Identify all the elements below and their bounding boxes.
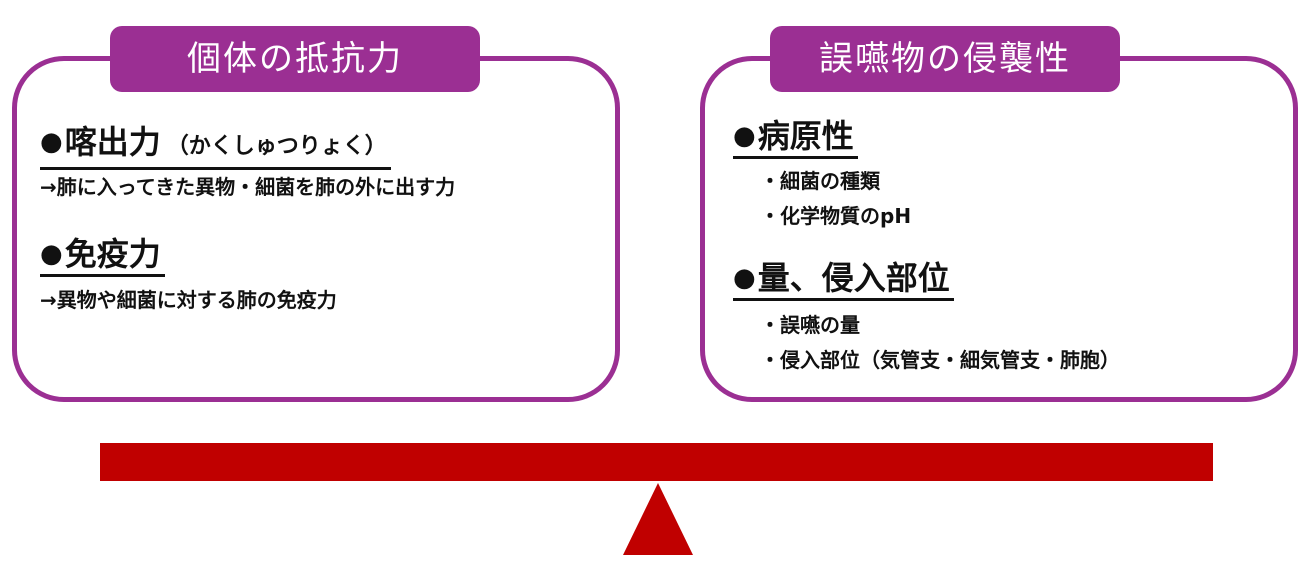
balance-beam	[100, 443, 1213, 481]
resistance-title: 個体の抵抗力	[110, 26, 480, 92]
pathogenicity-heading: ●病原性	[733, 116, 858, 159]
amount-site-heading: ●量、侵入部位	[733, 258, 954, 301]
immunity-heading: ●免疫力	[40, 234, 165, 277]
pathogenicity-sub-1: ・細菌の種類	[760, 169, 880, 193]
bullet-icon: ●	[40, 127, 63, 157]
bullet-icon: ●	[733, 263, 756, 293]
pathogenicity-label: 病原性	[757, 117, 854, 155]
amount-site-sub-1: ・誤嚥の量	[760, 313, 860, 337]
immunity-label: 免疫力	[64, 235, 161, 273]
expectoration-desc: →肺に入ってきた異物・細菌を肺の外に出す力	[40, 175, 456, 199]
resistance-panel	[12, 56, 620, 402]
amount-site-sub-2: ・侵入部位（気管支・細気管支・肺胞）	[760, 348, 1120, 372]
expectoration-label: 喀出力	[64, 123, 161, 161]
expectoration-reading: （かくしゅつりょく）	[166, 134, 387, 159]
immunity-desc: →異物や細菌に対する肺の免疫力	[40, 288, 337, 312]
bullet-icon: ●	[733, 121, 756, 151]
pathogenicity-sub-2: ・化学物質のpH	[760, 204, 912, 228]
expectoration-heading: ●喀出力（かくしゅつりょく）	[40, 122, 391, 170]
amount-site-label: 量、侵入部位	[757, 259, 950, 297]
balance-fulcrum	[623, 483, 693, 555]
bullet-icon: ●	[40, 239, 63, 269]
invasiveness-title: 誤嚥物の侵襲性	[770, 26, 1120, 92]
